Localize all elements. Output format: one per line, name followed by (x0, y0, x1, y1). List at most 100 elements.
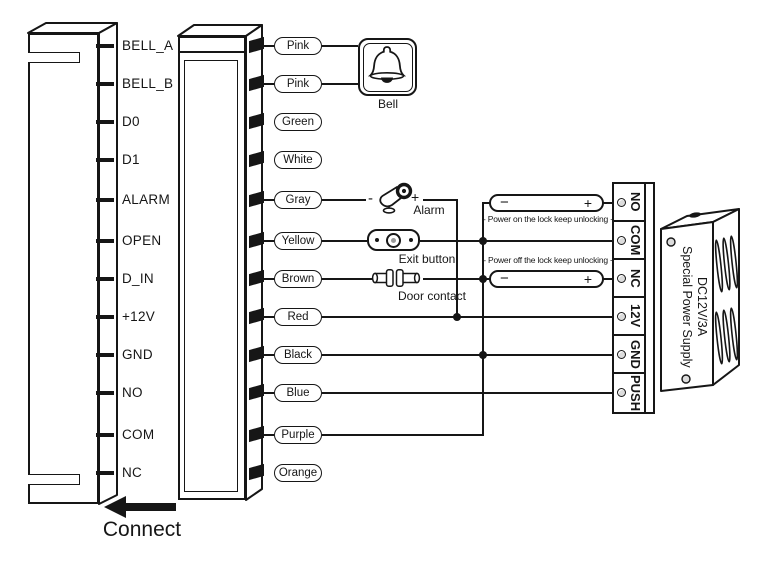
wire-stub (264, 45, 274, 47)
wire-color-pill: Pink (274, 75, 322, 93)
wire-exit-to-com (420, 240, 616, 242)
exit-button-label: Exit button (398, 252, 456, 266)
wire-pink-bell-a (322, 45, 358, 47)
power-supply-text: DC12V/3A Special Power Supply (661, 229, 713, 385)
controller-pin-label: NO (122, 385, 143, 400)
cable-connector-cap-line (178, 51, 246, 53)
wire-color-pill: White (274, 151, 322, 169)
psu-front-face (660, 221, 714, 392)
exit-button-ring (386, 232, 401, 248)
terminal-block-side (646, 182, 655, 414)
psu-vent (722, 309, 731, 363)
alarm-label: Alarm (413, 203, 445, 217)
lock-plus: + (583, 271, 592, 287)
terminal-no: NO (614, 184, 644, 222)
terminal-screw (617, 312, 626, 321)
exit-button-core (391, 237, 396, 243)
door-contact-label: Door contact (397, 289, 467, 303)
lock-minus: − (500, 194, 509, 211)
wire-color-pill: Brown (274, 270, 322, 288)
connector-side-face (245, 24, 263, 501)
psu-screw (666, 237, 676, 247)
controller-pin-label: D0 (122, 114, 140, 129)
terminal-screw (617, 350, 626, 359)
controller-pin (96, 277, 114, 281)
terminal-push: PUSH (614, 374, 644, 412)
cable-connector-inner-panel (184, 60, 238, 492)
terminal-label: NO (628, 192, 643, 212)
exit-button-device (367, 229, 420, 251)
bell-label: Bell (377, 97, 398, 111)
controller-pin (96, 471, 114, 475)
power-terminal-block: NO COM NC 12V GND PUSH (612, 182, 646, 414)
wire-stub (264, 199, 274, 201)
psu-vent (714, 239, 724, 293)
bell-icon (367, 46, 407, 83)
terminal-gnd: GND (614, 336, 644, 374)
wire-stub (264, 392, 274, 394)
wire-door-to-lock2 (423, 278, 490, 280)
psu-top-hole (689, 212, 701, 218)
wire-alarm-to-12v-vertical (456, 199, 458, 318)
wire-lock2-plus-stub (602, 278, 616, 280)
wire-lock1-plus-stub (602, 202, 616, 204)
wire-color-pill: Gray (274, 191, 322, 209)
controller-pin-label: ALARM (122, 192, 171, 207)
controller-pin (96, 82, 114, 86)
lock-minus: − (500, 270, 509, 287)
psu-screw (681, 374, 691, 384)
controller-pin (96, 391, 114, 395)
lock-plus: + (583, 195, 592, 211)
junction-dot (479, 237, 487, 245)
connect-label: Connect (102, 518, 182, 541)
wire-common-vertical (482, 202, 484, 436)
door-contact-icon (371, 269, 421, 287)
terminal-label: PUSH (628, 374, 643, 412)
wire-color-pill: Black (274, 346, 322, 364)
wire-stub (264, 278, 274, 280)
lock-fail-secure: − + (489, 194, 604, 212)
controller-pin (96, 198, 114, 202)
wire-stub (264, 434, 274, 436)
wire-stub (264, 240, 274, 242)
power-supply-name: Special Power Supply (680, 246, 694, 368)
wire-stub (264, 354, 274, 356)
controller-pin-label: COM (122, 427, 155, 442)
terminal-com: COM (614, 222, 644, 260)
wire-stub (264, 316, 274, 318)
controller-pin (96, 315, 114, 319)
alarm-minus-sign: - (368, 190, 373, 207)
controller-pin (96, 353, 114, 357)
wire-color-pill: Purple (274, 426, 322, 444)
exit-button-screw (374, 238, 379, 242)
wire-black-gnd (322, 354, 616, 356)
alarm-icon (379, 182, 413, 214)
controller-body (28, 33, 99, 504)
bell-inner-frame (362, 42, 413, 92)
psu-vent (714, 311, 724, 365)
lock-note: - Power off the lock keep unlocking + (483, 255, 615, 265)
terminal-screw (617, 388, 626, 397)
wire-color-pill: Pink (274, 37, 322, 55)
junction-dot (453, 313, 461, 321)
terminal-label: COM (628, 224, 643, 256)
wire-color-pill: Yellow (274, 232, 322, 250)
terminal-screw (617, 236, 626, 245)
wire-pink-bell-b (322, 83, 358, 85)
controller-pin (96, 44, 114, 48)
controller-pin (96, 120, 114, 124)
junction-dot (479, 351, 487, 359)
controller-pin-label: BELL_A (122, 38, 174, 53)
wire-yellow-exit (322, 240, 367, 242)
controller-pin-label: BELL_B (122, 76, 174, 91)
controller-pin-label: NC (122, 465, 143, 480)
psu-vent (722, 237, 731, 291)
lock-note: - Power on the lock keep unlocking + (483, 214, 615, 224)
terminal-12v: 12V (614, 298, 644, 336)
alarm-plus-sign: + (411, 189, 420, 205)
wire-color-pill: Green (274, 113, 322, 131)
controller-side-face (98, 22, 118, 505)
power-supply-model: DC12V/3A (695, 277, 709, 337)
wire-color-pill: Red (274, 308, 322, 326)
terminal-nc: NC (614, 260, 644, 298)
